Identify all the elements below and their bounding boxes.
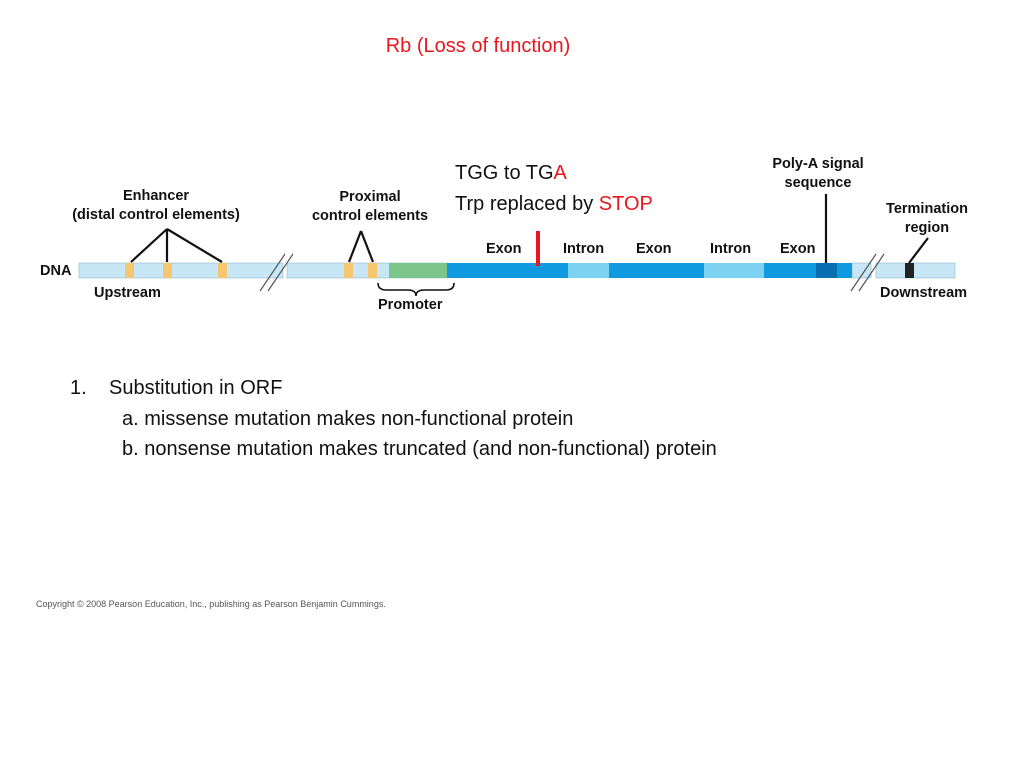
slide-title: Rb (Loss of function) xyxy=(385,35,571,57)
enhancer-element-3 xyxy=(218,263,227,278)
enhancer-label-line1: Enhancer xyxy=(122,188,190,204)
codon-change-highlight: A xyxy=(553,162,567,184)
termination-label-line2: region xyxy=(904,220,950,236)
list-item-number: 1. xyxy=(70,377,87,399)
enhancer-label: Enhancer (distal control elements) xyxy=(56,187,256,225)
intron-2-label: Intron xyxy=(710,241,752,257)
proximal-element-2 xyxy=(368,263,377,278)
termination-region-segment xyxy=(905,263,914,278)
dna-segment-upstream xyxy=(78,262,284,279)
dna-label: DNA xyxy=(40,263,72,279)
mutation-amino-acid-change: Trp replaced by STOP xyxy=(455,189,653,220)
exon-1-label: Exon xyxy=(486,241,522,257)
termination-label-line1: Termination xyxy=(886,201,968,217)
copyright-notice: Copyright © 2008 Pearson Education, Inc.… xyxy=(36,599,386,609)
promoter-bracket xyxy=(377,282,455,297)
intron-1-label: Intron xyxy=(563,241,605,257)
list-subitem-nonsense: b. nonsense mutation makes truncated (an… xyxy=(122,438,717,460)
dna-segment-downstream xyxy=(875,262,956,279)
mutation-codon-change: TGG to TGA xyxy=(455,158,567,189)
enhancer-element-1 xyxy=(125,263,134,278)
termination-pointer-line xyxy=(908,237,929,264)
exon-2-label: Exon xyxy=(636,241,672,257)
proximal-label: Proximal control elements xyxy=(300,188,440,226)
list-item-heading: Substitution in ORF xyxy=(109,377,283,399)
exon-2 xyxy=(609,263,704,278)
amino-acid-change-text: Trp replaced by xyxy=(455,193,599,215)
downstream-label: Downstream xyxy=(880,285,968,301)
enhancer-pointer-lines xyxy=(130,228,223,263)
break-mark-right xyxy=(850,253,885,292)
enhancer-element-2 xyxy=(163,263,172,278)
polya-signal-segment xyxy=(816,263,837,278)
promoter-region xyxy=(389,263,447,278)
polya-label: Poly-A signal sequence xyxy=(758,155,878,193)
break-mark-left xyxy=(259,253,294,292)
proximal-label-line1: Proximal xyxy=(339,189,401,205)
enhancer-label-line2: (distal control elements) xyxy=(72,207,240,223)
termination-label: Termination region xyxy=(872,200,982,238)
intron-1 xyxy=(568,263,609,278)
proximal-label-line2: control elements xyxy=(311,208,429,224)
amino-acid-change-highlight: STOP xyxy=(598,193,653,215)
intron-2 xyxy=(704,263,764,278)
proximal-pointer-lines xyxy=(347,230,375,263)
polya-label-line2: sequence xyxy=(784,175,852,191)
exon-1 xyxy=(447,263,568,278)
list-subitem-missense: a. missense mutation makes non-functiona… xyxy=(122,408,574,430)
exon-3 xyxy=(764,263,852,278)
exon-3-label: Exon xyxy=(780,241,816,257)
polya-label-line1: Poly-A signal xyxy=(772,156,864,172)
codon-change-text: TGG to TG xyxy=(455,162,554,184)
proximal-element-1 xyxy=(344,263,353,278)
promoter-label: Promoter xyxy=(378,297,443,313)
upstream-label: Upstream xyxy=(94,285,161,301)
